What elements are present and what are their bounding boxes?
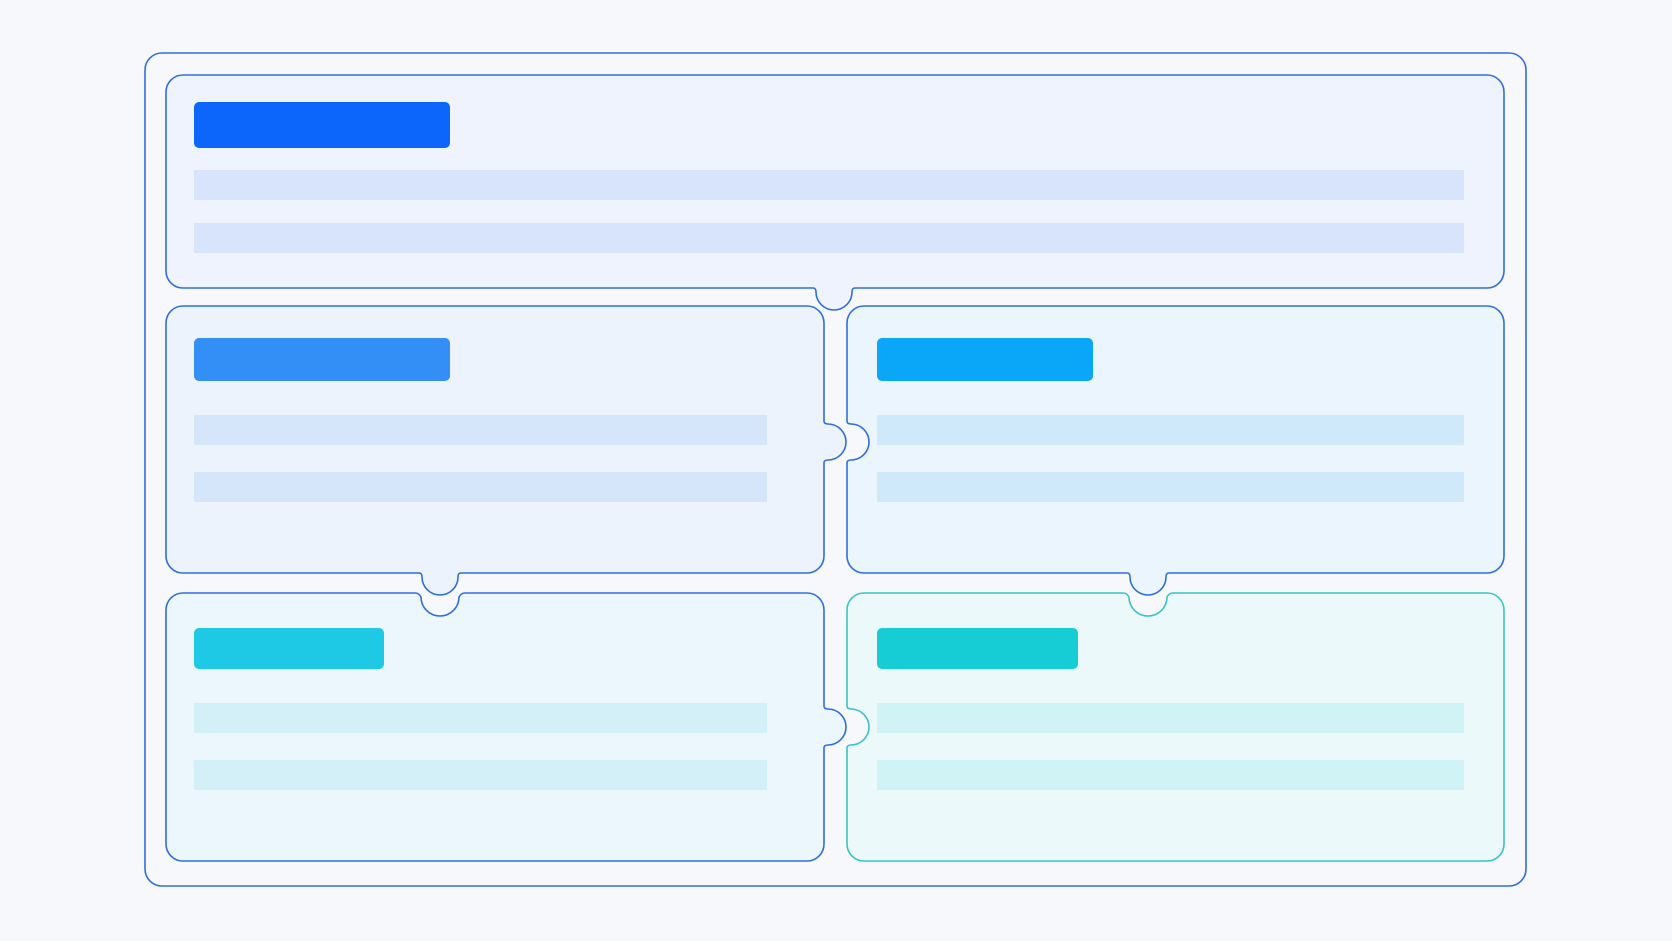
panel-bottom-left-text-line <box>194 703 767 733</box>
panel-top-text-line <box>194 223 1464 253</box>
panel-bottom-right-text-line <box>877 760 1464 790</box>
panel-top-text-line <box>194 170 1464 200</box>
panel-middle-left-title-bar <box>194 338 450 381</box>
panel-bottom-left <box>165 592 847 862</box>
panel-middle-left <box>165 305 847 596</box>
panel-bottom-right <box>846 592 1505 862</box>
panel-top <box>165 74 1505 311</box>
panel-bottom-left-text-line <box>194 760 767 790</box>
panel-middle-right <box>846 305 1505 596</box>
panel-middle-right-text-line <box>877 472 1464 502</box>
outer-frame <box>144 52 1527 887</box>
panel-bottom-left-title-bar <box>194 628 384 669</box>
panel-middle-right-text-line <box>877 415 1464 445</box>
panel-bottom-right-title-bar <box>877 628 1078 669</box>
panel-bottom-right-text-line <box>877 703 1464 733</box>
panel-middle-left-text-line <box>194 415 767 445</box>
panel-top-title-bar <box>194 102 450 148</box>
panel-middle-right-title-bar <box>877 338 1093 381</box>
panel-middle-left-text-line <box>194 472 767 502</box>
